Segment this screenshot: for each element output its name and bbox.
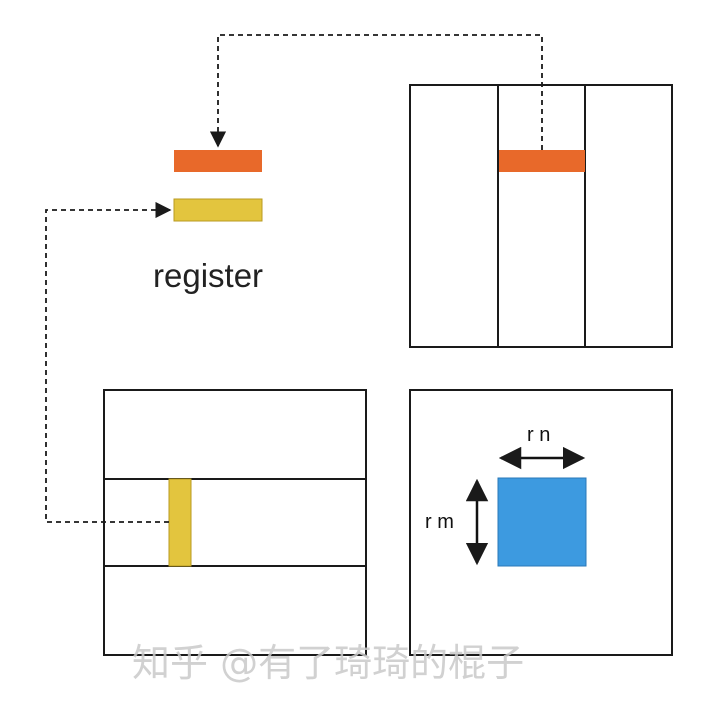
rm-label: r m [425, 511, 454, 533]
matrix-a-yellow-column-fragment [168, 478, 192, 567]
output-tile [497, 477, 587, 567]
register-yellow-bar [173, 198, 263, 222]
matrix-b-frame [409, 84, 673, 348]
register-orange-bar [174, 150, 262, 172]
connector-a-to-register [45, 201, 172, 523]
register-group: register [153, 150, 263, 294]
rn-label: r n [527, 424, 550, 446]
register-label: register [153, 257, 263, 294]
connector-b-to-register [209, 34, 543, 150]
matrix-b [409, 84, 673, 348]
matrix-b-orange-row-fragment [499, 150, 585, 172]
watermark: 知乎 @有了琦琦的棍子 [132, 641, 524, 685]
matrix-a-frame [103, 389, 367, 656]
matrix-a [103, 389, 367, 656]
matrix-c: r n r m [409, 389, 673, 656]
